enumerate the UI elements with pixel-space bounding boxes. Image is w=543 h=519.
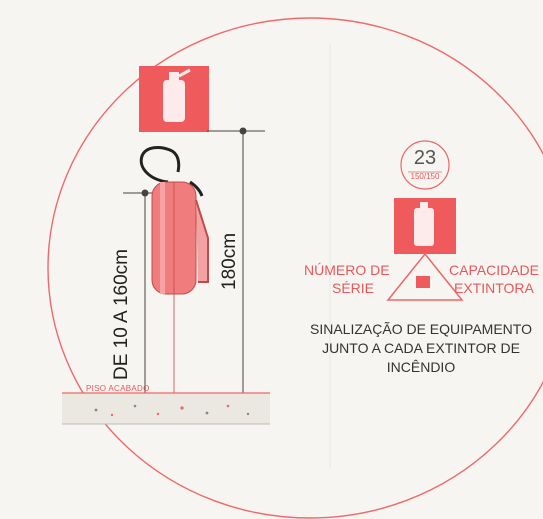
sign-fraction: 150/150 (410, 172, 440, 181)
fire-extinguisher-icon (139, 146, 209, 398)
sign-number: 23 (413, 147, 437, 169)
capacity-label-line2: EXTINTORA (454, 280, 534, 296)
sign-note: SINALIZAÇÃO DE EQUIPAMENTO JUNTO A CADA … (296, 320, 543, 377)
total-height-label: 180cm (219, 232, 240, 290)
floor-slab (62, 392, 270, 425)
series-label-line2: SÉRIE (332, 280, 375, 296)
number-sign-circle (400, 140, 450, 190)
sign-note-line3: INCÊNDIO (386, 359, 456, 375)
equipment-sign-icon (394, 198, 456, 254)
capacity-triangle-icon (386, 252, 464, 301)
series-label-line1: NÚMERO DE (304, 262, 390, 278)
height-range-label: DE 10 A 160cm (111, 249, 132, 380)
sign-note-line2: JUNTO A CADA EXTINTOR DE (322, 340, 520, 356)
floor-label: PISO ACABADO (86, 384, 150, 393)
sign-note-line1: SINALIZAÇÃO DE EQUIPAMENTO (310, 321, 532, 337)
capacity-label-line1: CAPACIDADE (449, 262, 539, 278)
extinguisher-sign-icon (139, 66, 209, 132)
detail-circle (47, 17, 543, 519)
